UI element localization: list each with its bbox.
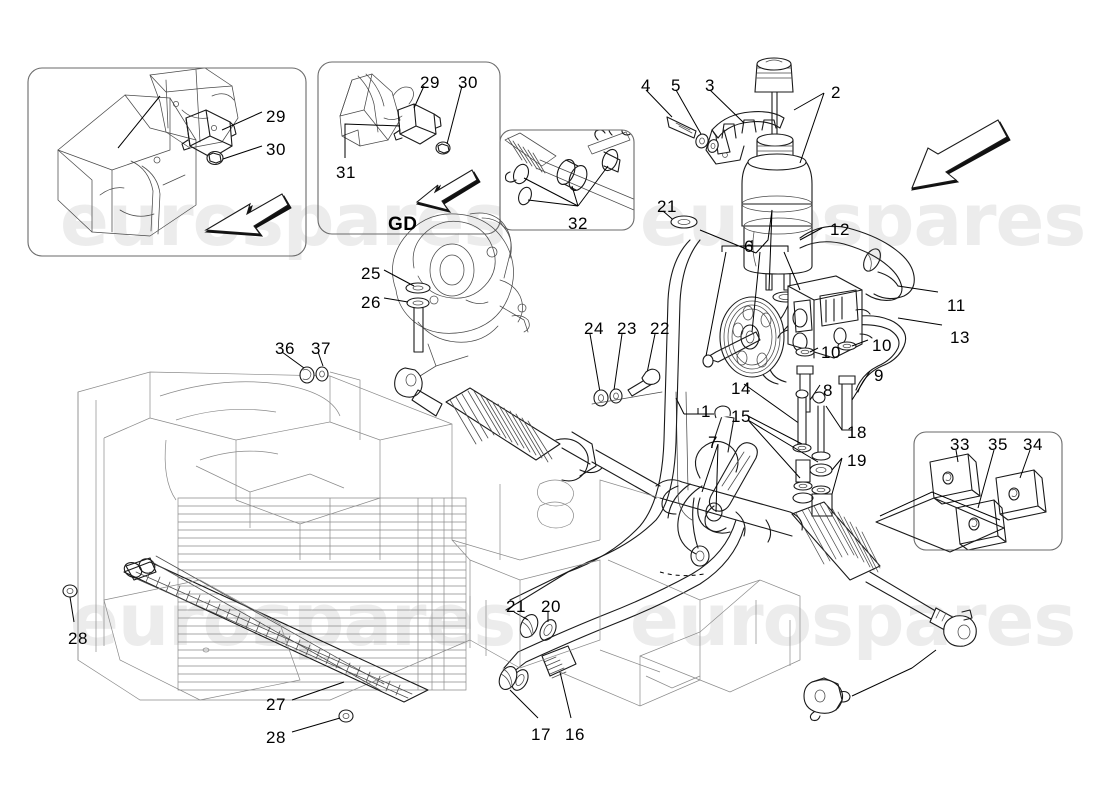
- callout-32: 32: [568, 214, 588, 233]
- callout-11: 11: [947, 296, 966, 315]
- callout-15: 15: [731, 407, 751, 426]
- steering-rack-assembly: [383, 212, 977, 647]
- callout-18: 18: [847, 423, 867, 442]
- inset-gd-sensor: [339, 73, 481, 213]
- callout-21a: 21: [657, 197, 677, 216]
- callout-3: 3: [705, 76, 715, 95]
- washer-21-left: [670, 215, 698, 229]
- callout-7: 7: [708, 433, 718, 452]
- wheel-hub-assembly: [392, 212, 530, 377]
- callout-24: 24: [584, 319, 604, 338]
- callout-31: 31: [336, 163, 356, 182]
- callout-23: 23: [617, 319, 637, 338]
- callout-10b: 10: [872, 336, 892, 355]
- watermark-text: eurospares: [630, 578, 1076, 662]
- direction-arrow-rack: [875, 491, 1005, 553]
- callout-13: 13: [950, 328, 970, 347]
- callout-25: 25: [361, 264, 381, 283]
- callout-6a: 6: [744, 237, 754, 256]
- callout-14: 14: [731, 379, 751, 398]
- inset-box-a: [27, 67, 307, 257]
- vehicle-underbody-structure: [77, 371, 801, 707]
- callout-27: 27: [266, 695, 286, 714]
- power-steering-cooler: [62, 351, 467, 733]
- callout-21b: 21: [506, 597, 526, 616]
- callout-1: 1: [701, 402, 711, 421]
- watermark-text: eurospares: [640, 178, 1086, 262]
- callout-20: 20: [541, 597, 561, 616]
- long-hydraulic-pipes: [498, 239, 745, 719]
- callout-29a: 29: [266, 107, 286, 126]
- callout-19: 19: [847, 451, 867, 470]
- callout-gd: GD: [388, 214, 418, 235]
- fluid-reservoir-assembly: [645, 57, 825, 303]
- callout-22: 22: [650, 319, 670, 338]
- watermark-text: eurospares: [70, 578, 516, 662]
- steering-sensor-lower: [803, 649, 937, 722]
- callout-28a: 28: [68, 629, 88, 648]
- callout-5: 5: [671, 76, 681, 95]
- callout-30b: 30: [458, 73, 478, 92]
- callout-12: 12: [830, 220, 850, 239]
- callout-33: 33: [950, 435, 970, 454]
- callout-16: 16: [565, 725, 585, 744]
- callout-8: 8: [823, 381, 833, 400]
- callout-2: 2: [831, 83, 841, 102]
- callout-34: 34: [1023, 435, 1043, 454]
- callout-4: 4: [641, 76, 651, 95]
- callout-26: 26: [361, 293, 381, 312]
- callout-28b: 28: [266, 728, 286, 747]
- callout-30a: 30: [266, 140, 286, 159]
- callout-29b: 29: [420, 73, 440, 92]
- inset-pedal-sensor: [57, 68, 292, 237]
- inset-box-d: [913, 431, 1063, 551]
- callout-37: 37: [311, 339, 331, 358]
- callout-35: 35: [988, 435, 1008, 454]
- direction-arrow-main: [911, 119, 1011, 191]
- inset-clips: [929, 449, 1047, 550]
- inset-box-c: [499, 129, 635, 231]
- callout-36: 36: [275, 339, 295, 358]
- callout-9: 9: [874, 366, 884, 385]
- inset-rack-mount: [504, 130, 634, 211]
- callout-10a: 10: [821, 343, 841, 362]
- callout-17: 17: [531, 725, 551, 744]
